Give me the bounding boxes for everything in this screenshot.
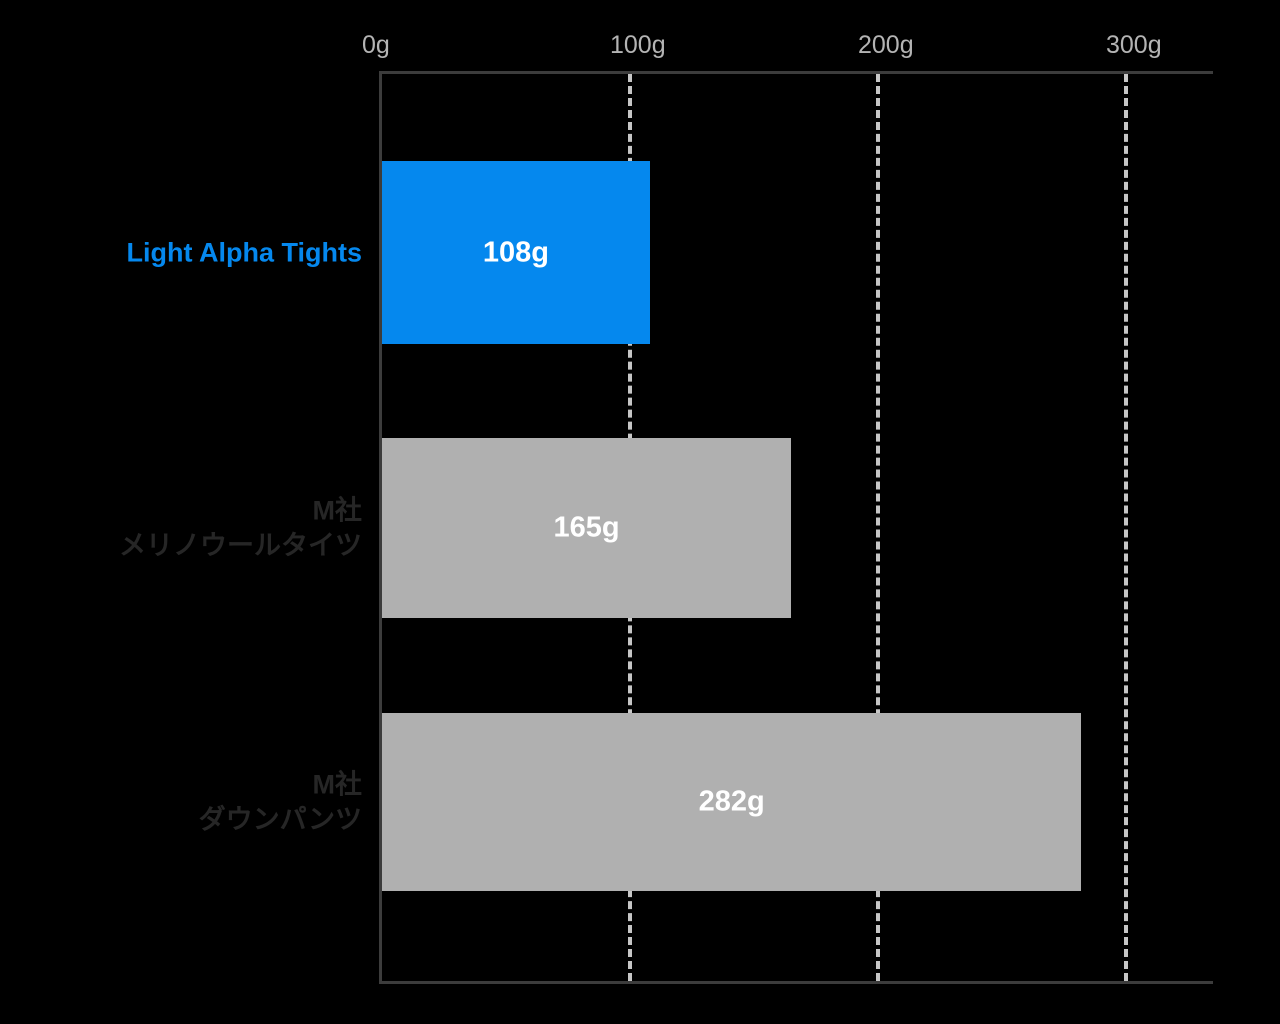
category-label: M社 メリノウールタイツ [119, 495, 362, 560]
x-axis-tick-label: 200g [858, 31, 914, 59]
bar [382, 161, 650, 344]
bar-value-label: 165g [553, 511, 620, 544]
x-axis-tick-label: 100g [610, 31, 666, 59]
bar [382, 438, 792, 618]
axis-line-bottom [382, 981, 1213, 984]
x-axis-tick-label: 300g [1106, 31, 1162, 59]
category-label: M社 ダウンパンツ [198, 769, 362, 834]
bar-value-label: 282g [698, 785, 765, 818]
gridline [876, 74, 880, 981]
axis-line-left [379, 71, 382, 984]
x-axis-tick-label: 0g [362, 31, 390, 59]
bar-value-label: 108g [482, 236, 549, 268]
category-label-highlighted: Light Alpha Tights [126, 237, 362, 268]
axis-line-top [382, 71, 1213, 74]
gridline [1124, 74, 1128, 981]
bar [382, 713, 1082, 891]
